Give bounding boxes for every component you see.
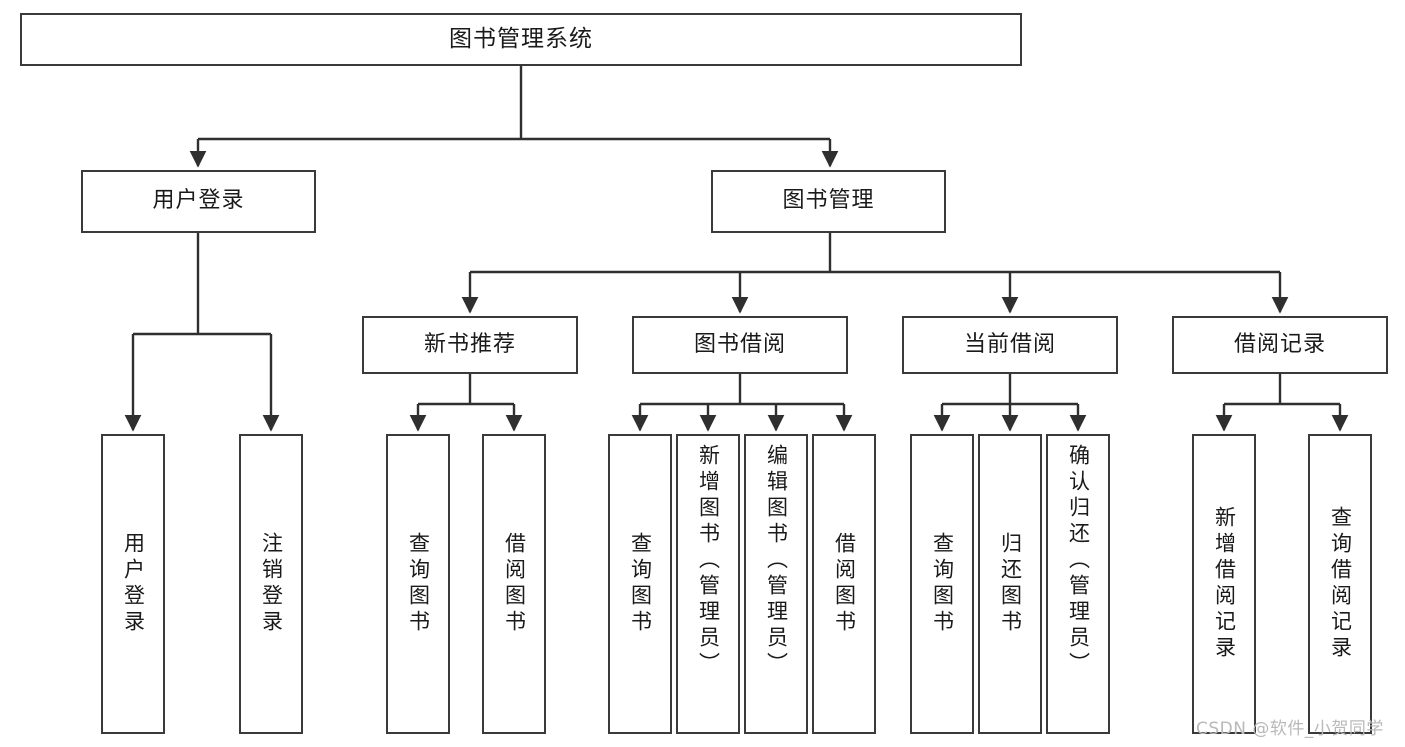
- node-label: 查询图书: [406, 532, 431, 636]
- node-leaf-query-record[interactable]: 查询借阅记录: [1308, 434, 1372, 734]
- node-leaf-borrow-book-1[interactable]: 借阅图书: [482, 434, 546, 734]
- node-label: 借阅记录: [1233, 331, 1326, 357]
- node-label: 当前借阅: [963, 331, 1056, 357]
- node-leaf-confirm-return[interactable]: 确认归还（管理员）: [1046, 434, 1110, 734]
- node-leaf-add-book[interactable]: 新增图书（管理员）: [676, 434, 740, 734]
- node-leaf-return-book[interactable]: 归还图书: [978, 434, 1042, 734]
- node-leaf-edit-book[interactable]: 编辑图书（管理员）: [744, 434, 808, 734]
- node-leaf-borrow-book-2[interactable]: 借阅图书: [812, 434, 876, 734]
- node-borrow-record[interactable]: 借阅记录: [1172, 316, 1388, 374]
- node-book-management[interactable]: 图书管理: [711, 170, 946, 233]
- node-label: 新增图书（管理员）: [696, 444, 721, 678]
- node-label: 确认归还（管理员）: [1066, 444, 1091, 678]
- node-root-book-management-system[interactable]: 图书管理系统: [20, 13, 1022, 66]
- node-label: 借阅图书: [502, 532, 527, 636]
- node-label: 归还图书: [998, 532, 1023, 636]
- node-label: 图书借阅: [693, 331, 786, 357]
- node-leaf-query-book-1[interactable]: 查询图书: [386, 434, 450, 734]
- node-label: 借阅图书: [832, 532, 857, 636]
- node-label: 注销登录: [259, 532, 284, 636]
- node-label: 查询图书: [628, 532, 653, 636]
- node-leaf-query-book-2[interactable]: 查询图书: [608, 434, 672, 734]
- node-book-borrow[interactable]: 图书借阅: [632, 316, 848, 374]
- node-leaf-add-record[interactable]: 新增借阅记录: [1192, 434, 1256, 734]
- node-label: 新书推荐: [423, 331, 516, 357]
- node-current-borrow[interactable]: 当前借阅: [902, 316, 1118, 374]
- node-label: 新增借阅记录: [1212, 506, 1237, 662]
- node-new-book-recommend[interactable]: 新书推荐: [362, 316, 578, 374]
- node-leaf-user-login[interactable]: 用户登录: [101, 434, 165, 734]
- node-user-login[interactable]: 用户登录: [81, 170, 316, 233]
- node-label: 查询图书: [930, 532, 955, 636]
- node-label: 图书管理系统: [449, 25, 593, 52]
- node-label: 用户登录: [121, 532, 146, 636]
- node-leaf-logout[interactable]: 注销登录: [239, 434, 303, 734]
- node-leaf-query-book-3[interactable]: 查询图书: [910, 434, 974, 734]
- node-label: 用户登录: [152, 188, 245, 214]
- node-label: 图书管理: [782, 188, 875, 214]
- node-label: 查询借阅记录: [1328, 506, 1353, 662]
- watermark-text: CSDN @软件_小贺同学: [1196, 719, 1384, 739]
- node-label: 编辑图书（管理员）: [764, 444, 789, 678]
